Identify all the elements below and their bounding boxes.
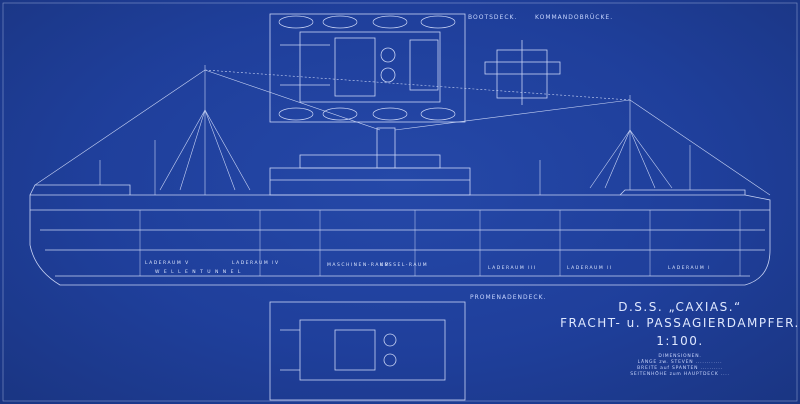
dimension-row: LÄNGE zw. STEVEN ............ — [637, 360, 723, 365]
shaft-tunnel: W E L L E N T U N N E L — [155, 270, 242, 275]
room-engine: MASCHINEN-RAUM — [327, 263, 391, 268]
promenade-deck-plan — [269, 301, 466, 401]
ship-type: FRACHT- u. PASSAGIERDAMPFER. — [560, 316, 800, 330]
dimension-row: BREITE auf SPANTEN .......... — [637, 366, 723, 371]
room-hold-2: LADERAUM II — [567, 266, 613, 271]
masts-rigging — [34, 65, 771, 196]
room-boiler: KESSEL-RAUM — [380, 263, 429, 268]
title-block: D.S.S. „CAXIAS.“ FRACHT- u. PASSAGIERDAM… — [560, 300, 800, 378]
room-hold-4: LADERAUM IV — [232, 261, 280, 266]
hull-profile — [29, 184, 771, 286]
room-hold-1: LADERAUM I — [668, 266, 711, 271]
dimensions: DIMENSIONEN. LÄNGE zw. STEVEN ..........… — [560, 354, 800, 378]
room-hold-5: LADERAUM V — [145, 261, 190, 266]
dimensions-heading: DIMENSIONEN. — [658, 354, 702, 359]
boat-deck-plan — [269, 13, 466, 123]
superstructure — [269, 154, 471, 196]
promenade-deck-label: PROMENADENDECK. — [470, 294, 547, 301]
bridge-plan — [484, 40, 561, 105]
ship-name: D.S.S. „CAXIAS.“ — [618, 300, 742, 314]
scale: 1:100. — [656, 334, 704, 348]
funnel — [376, 127, 396, 169]
room-hold-3: LADERAUM III — [488, 266, 537, 271]
dimension-row: SEITENHÖHE zum HAUPTDECK .... — [630, 372, 730, 377]
bridge-label: KOMMANDOBRÜCKE. — [535, 14, 614, 21]
boat-deck-label: BOOTSDECK. — [468, 14, 518, 21]
